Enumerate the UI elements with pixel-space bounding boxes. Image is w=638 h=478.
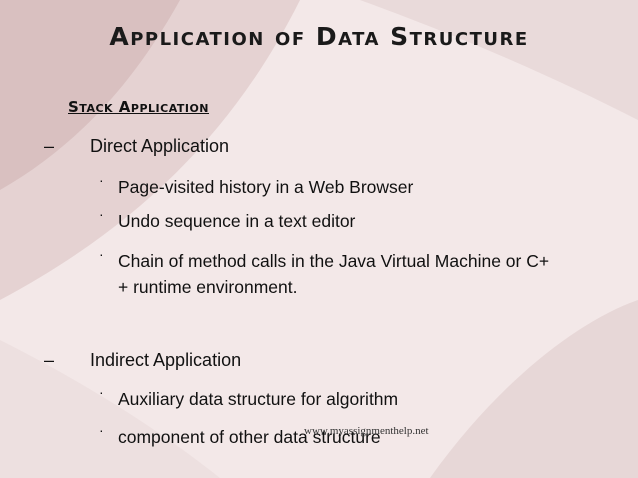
- dot-bullet: ·: [99, 384, 104, 400]
- sub-bullet-text-continuation: + runtime environment.: [118, 277, 298, 297]
- sub-bullet-text: Auxiliary data structure for algorithm: [118, 389, 399, 409]
- section-heading: Stack Application: [68, 98, 210, 116]
- bullet-direct-application: – Direct Application: [44, 136, 229, 157]
- slide-title: Application of Data Structure: [109, 22, 529, 51]
- bullet-label: Direct Application: [90, 136, 230, 156]
- sub-bullet-text: component of other data structure: [118, 427, 381, 447]
- dot-bullet: ·: [99, 246, 104, 262]
- dash-bullet: –: [44, 136, 55, 156]
- sub-bullet-text: Undo sequence in a text editor: [118, 211, 356, 231]
- dot-bullet: ·: [99, 172, 104, 188]
- dot-bullet: ·: [99, 206, 104, 222]
- sub-bullet-text: Page-visited history in a Web Browser: [118, 177, 414, 197]
- bullet-label: Indirect Application: [90, 350, 242, 370]
- watermark-url: www.myassignmenthelp.net: [304, 425, 429, 437]
- dot-bullet: ·: [99, 422, 104, 438]
- sub-bullet-text: Chain of method calls in the Java Virtua…: [118, 251, 550, 271]
- dash-bullet: –: [44, 350, 55, 370]
- bullet-indirect-application: – Indirect Application: [44, 350, 241, 371]
